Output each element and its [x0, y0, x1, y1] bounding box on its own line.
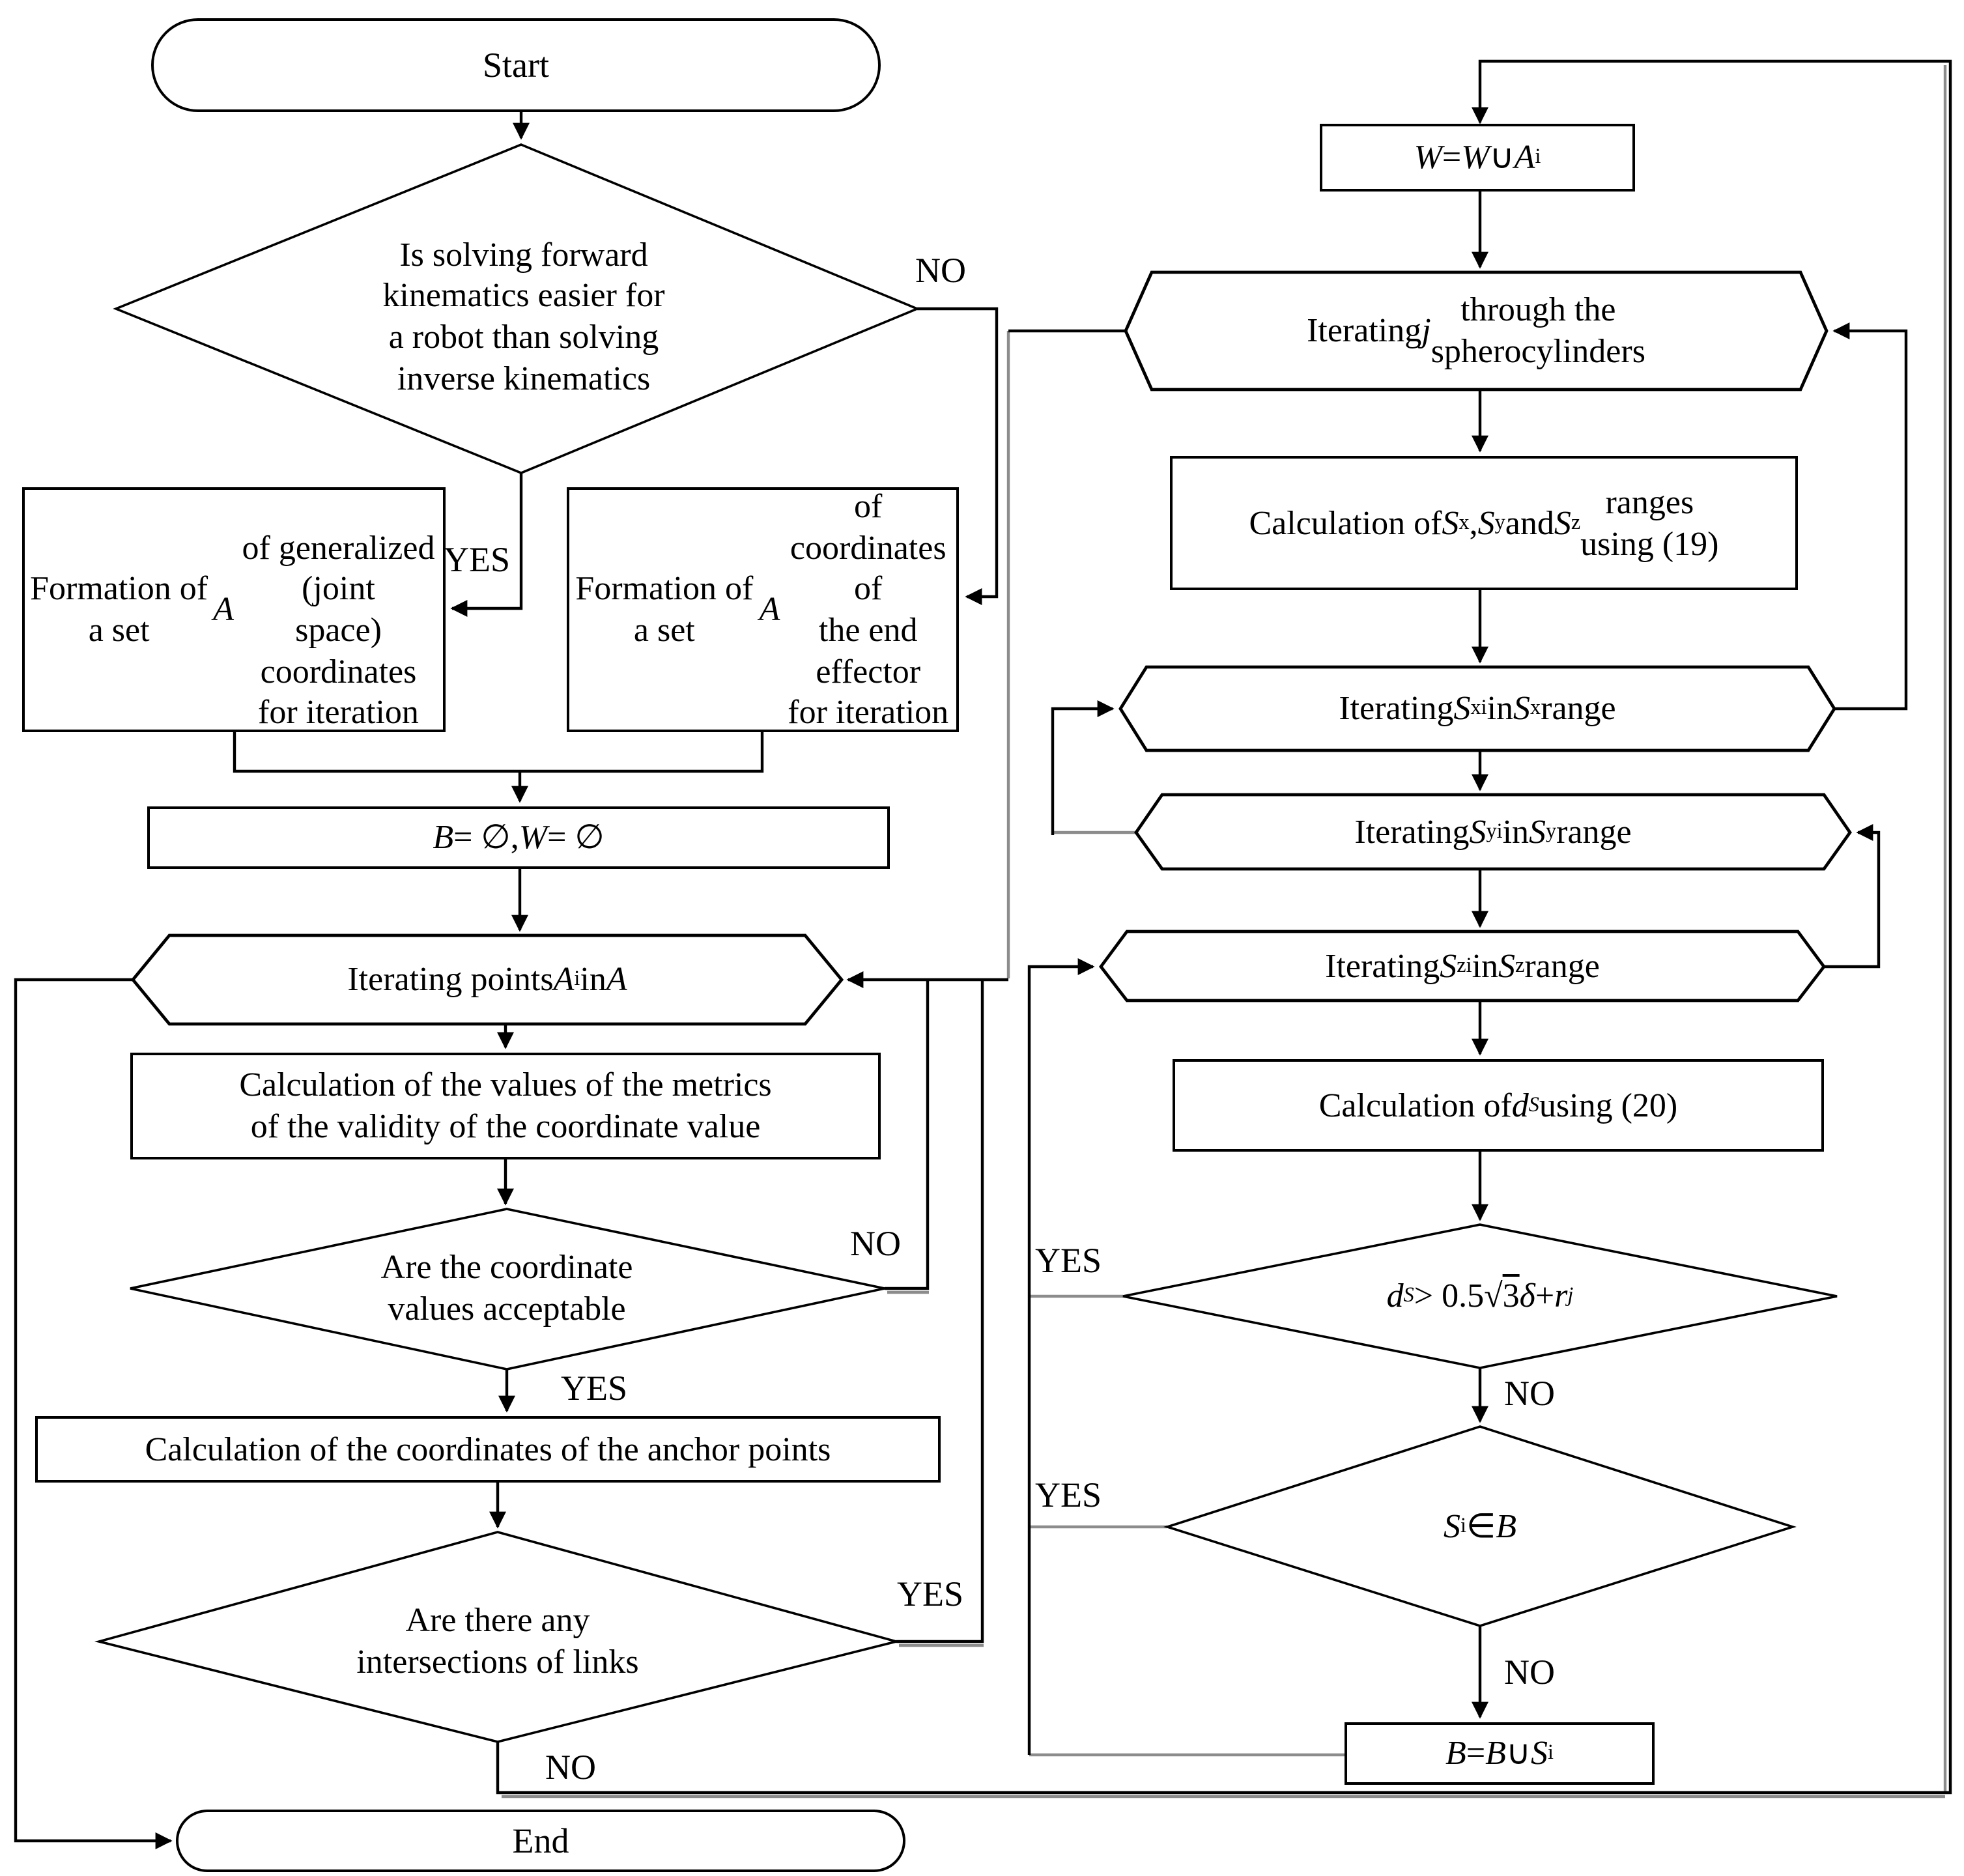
kinematics-yes-label: YES: [443, 540, 511, 579]
kinematics-decision-shape: [113, 143, 920, 474]
kinematics-no-label: NO: [915, 251, 966, 290]
edge-sz-done-to-sy: [1824, 824, 1881, 969]
in-blacklist-yes-label: YES: [1034, 1475, 1102, 1514]
acceptable-no-label: NO: [850, 1224, 901, 1263]
iterate-sx-shape: [1118, 665, 1836, 752]
acceptable-yes-label: YES: [560, 1369, 628, 1408]
distance-decision-shape: [1122, 1223, 1838, 1369]
edge-intersections-yes: [896, 981, 984, 1643]
iterate-points-shape: [130, 933, 844, 1026]
intersections-yes-label: YES: [896, 1574, 964, 1613]
acceptable-decision-shape: [130, 1208, 885, 1371]
anchor-calculation-node: Calculation of the coordinates of the an…: [35, 1416, 941, 1483]
intersections-no-label: NO: [545, 1748, 596, 1787]
edge-kinematics-yes: [450, 473, 523, 617]
edge-sy-done-to-sx: [1051, 700, 1115, 835]
distance-no-label: NO: [1504, 1374, 1555, 1413]
end-label: End: [512, 1821, 569, 1860]
iterate-sy-shape: [1134, 793, 1852, 871]
edge-formation-join: [233, 732, 764, 773]
iterate-sz-shape: [1098, 930, 1827, 1002]
metrics-calculation-node: Calculation of the values of the metrics…: [130, 1053, 881, 1159]
in-blacklist-decision-shape: [1163, 1425, 1797, 1627]
edge-sx-done-to-spherocyl: [1832, 322, 1908, 711]
edge-acceptable-no: [885, 981, 930, 1290]
start-label: Start: [483, 45, 549, 85]
edge-points-done-to-end: [14, 978, 173, 1849]
edge-intersections-no-to-addw: [496, 59, 1952, 1795]
in-blacklist-no-label: NO: [1504, 1653, 1555, 1692]
init-sets-node: B = ∅, W = ∅: [147, 806, 890, 869]
start-node: Start: [151, 18, 881, 112]
edge-collector-to-sz: [1027, 958, 1095, 1755]
end-node: End: [176, 1810, 905, 1872]
edge-kinematics-no: [917, 307, 999, 605]
intersections-decision-shape: [94, 1531, 902, 1743]
distance-yes-label: YES: [1034, 1241, 1102, 1280]
iterate-spherocylinders-shape: [1124, 270, 1829, 391]
